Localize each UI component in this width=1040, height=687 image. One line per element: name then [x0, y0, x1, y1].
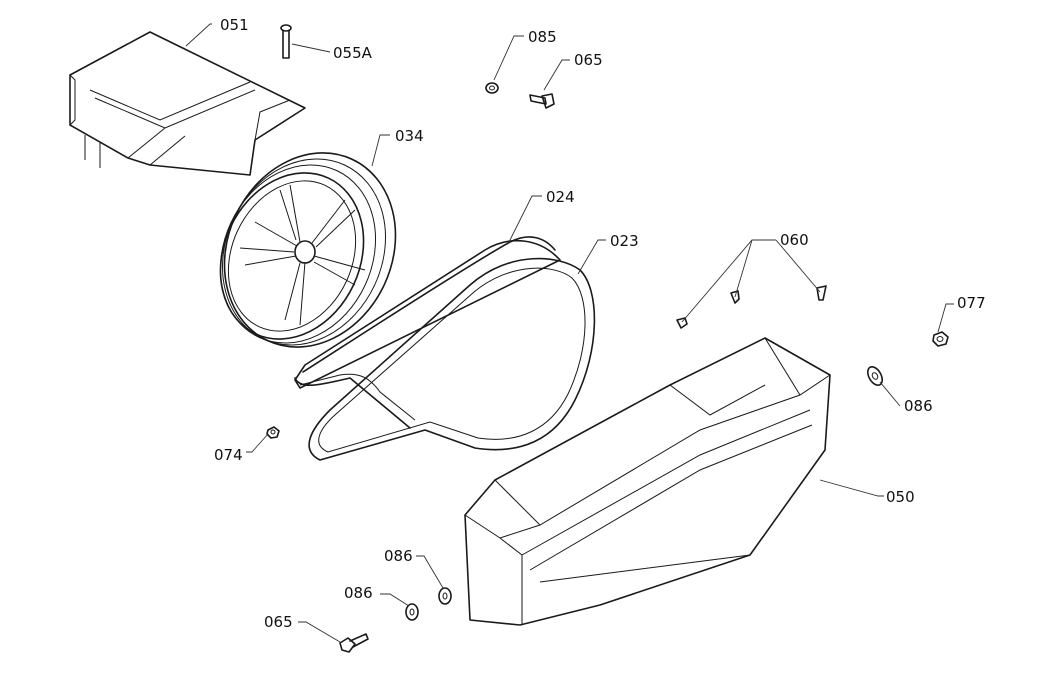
part-050-guard-housing	[464, 337, 831, 626]
part-060-screws	[676, 285, 827, 329]
part-086-low-washer	[405, 603, 419, 621]
label-050: 050	[886, 488, 915, 506]
part-034-pulley	[219, 152, 397, 348]
label-055a: 055A	[333, 44, 373, 62]
part-055a-bolt	[280, 24, 292, 59]
label-086-low: 086	[344, 584, 373, 602]
part-086-mid-washer	[438, 587, 452, 605]
label-023: 023	[610, 232, 639, 250]
label-086-right: 086	[904, 397, 933, 415]
part-051-guard-cover	[69, 31, 306, 176]
leader-lines	[185, 23, 954, 643]
label-065-top: 065	[574, 51, 603, 69]
label-034: 034	[395, 127, 424, 145]
part-085-washer	[485, 82, 499, 94]
label-065-bottom: 065	[264, 613, 293, 631]
part-065-bottom-bolt	[339, 633, 369, 653]
part-024-belt	[294, 236, 561, 429]
label-051: 051	[220, 16, 249, 34]
part-023-belt	[308, 257, 596, 461]
part-086-right-washer	[866, 366, 884, 386]
label-024: 024	[546, 188, 575, 206]
part-065-top-bolt	[529, 93, 555, 109]
part-077-nut	[932, 331, 949, 347]
label-077: 077	[957, 294, 986, 312]
part-074-nut	[266, 426, 280, 439]
part-labels: 051 055A 085 065 034 024 023 060 077 086…	[214, 16, 986, 631]
label-074: 074	[214, 446, 243, 464]
label-085: 085	[528, 28, 557, 46]
label-060: 060	[780, 231, 809, 249]
label-086-mid: 086	[384, 547, 413, 565]
